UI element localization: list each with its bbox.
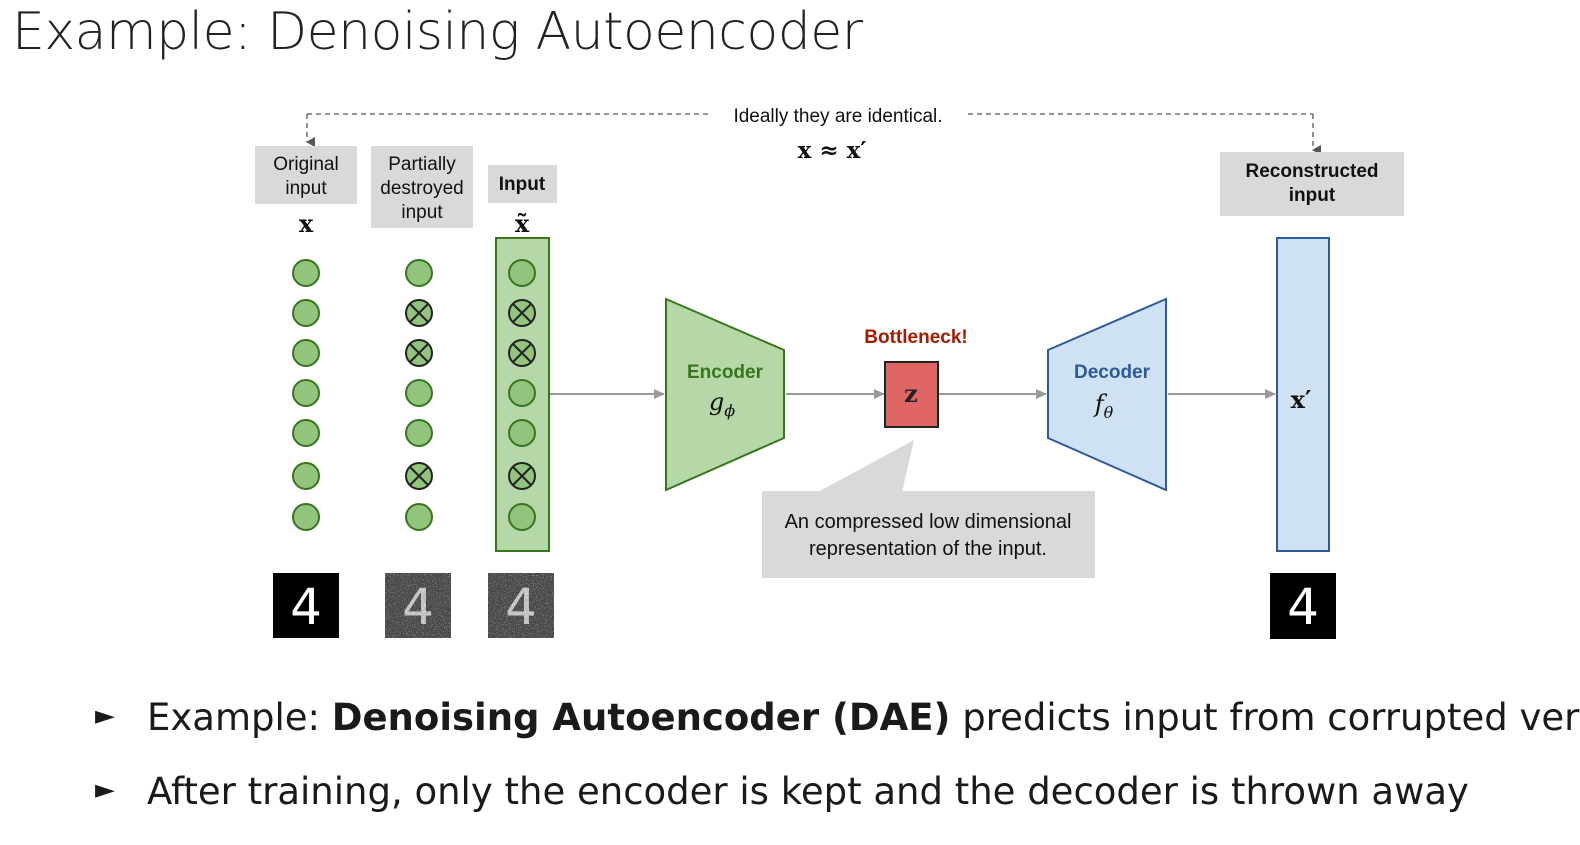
identical-note: Ideally they are identical. <box>733 106 942 127</box>
node-cross-mark <box>512 343 532 363</box>
identical-formula: x ≈ x′ <box>798 137 867 164</box>
bullet-1-pre: Example: <box>147 696 332 739</box>
bullet-marker: ► <box>95 774 115 805</box>
bottleneck-label: Bottleneck! <box>864 327 967 348</box>
encoder-label: Encoder <box>687 362 764 383</box>
node-cross-mark <box>409 303 429 323</box>
label-partial-line-1: Partially <box>388 154 456 175</box>
svg-text:4: 4 <box>1287 578 1319 636</box>
input-node <box>292 503 320 531</box>
node-columns <box>292 259 536 531</box>
label-partial-line-2: destroyed <box>380 178 463 199</box>
output-symbol: x′ <box>1291 385 1312 414</box>
encoder-block <box>665 297 785 492</box>
input-node <box>292 379 320 407</box>
input-node <box>508 503 536 531</box>
label-original-line-1: Original <box>273 154 338 175</box>
bottleneck-symbol: z <box>904 379 918 408</box>
node-cross-mark <box>409 466 429 486</box>
input-symbol: x̃ <box>515 209 530 238</box>
svg-text:4: 4 <box>290 578 322 636</box>
decoder-label: Decoder <box>1074 362 1151 383</box>
input-node <box>405 259 433 287</box>
bullet-marker: ► <box>95 700 115 731</box>
callout-pointer <box>818 440 914 492</box>
input-node <box>508 379 536 407</box>
input-column-box <box>495 237 550 552</box>
bullet-1: ► Example: Denoising Autoencoder (DAE) pr… <box>95 696 1580 739</box>
slide-title: Example: Denoising Autoencoder <box>12 2 863 62</box>
identical-connector <box>306 113 1321 155</box>
input-node <box>508 419 536 447</box>
original-symbol: x <box>299 209 314 238</box>
input-node <box>292 299 320 327</box>
callout-line-1: An compressed low dimensional <box>785 511 1072 533</box>
label-input: Input <box>499 174 546 195</box>
dae-diagram: Ideally they are identical. x ≈ x′ Encod… <box>255 106 1404 639</box>
digit-original: 4 <box>273 573 339 638</box>
label-partial-line-3: input <box>401 202 443 223</box>
input-node <box>405 503 433 531</box>
bullet-1-post: predicts input from corrupted version <box>962 696 1580 739</box>
input-node <box>405 419 433 447</box>
callout-line-2: representation of the input. <box>809 538 1047 560</box>
digit-reconstructed: 4 <box>1270 573 1336 639</box>
bullet-2-text: After training, only the encoder is kept… <box>147 770 1469 813</box>
label-reconstructed-line-2: input <box>1289 185 1336 206</box>
label-partial-box <box>371 146 473 228</box>
input-node <box>405 379 433 407</box>
input-node <box>292 462 320 490</box>
input-node <box>508 259 536 287</box>
label-input-box <box>488 165 557 203</box>
digit-input-noisy: 4 <box>488 573 554 638</box>
encoder-function: gϕ <box>709 388 735 420</box>
node-cross-mark <box>512 466 532 486</box>
bullet-1-bold: Denoising Autoencoder (DAE) <box>331 696 951 739</box>
node-cross-mark <box>409 343 429 363</box>
decoder-block <box>1047 297 1167 492</box>
bottleneck-z-box <box>884 361 939 428</box>
input-node <box>292 259 320 287</box>
input-node <box>292 339 320 367</box>
label-original-line-2: input <box>285 178 327 199</box>
label-reconstructed-line-1: Reconstructed <box>1245 161 1378 182</box>
label-reconstructed-box <box>1220 152 1404 216</box>
input-node <box>292 419 320 447</box>
callout-box <box>762 491 1095 578</box>
label-original-box <box>255 146 357 204</box>
bullet-2: ► After training, only the encoder is kep… <box>95 770 1469 813</box>
node-cross-mark <box>512 303 532 323</box>
output-column-box <box>1276 237 1330 552</box>
digit-partial-noisy: 4 <box>385 573 451 638</box>
